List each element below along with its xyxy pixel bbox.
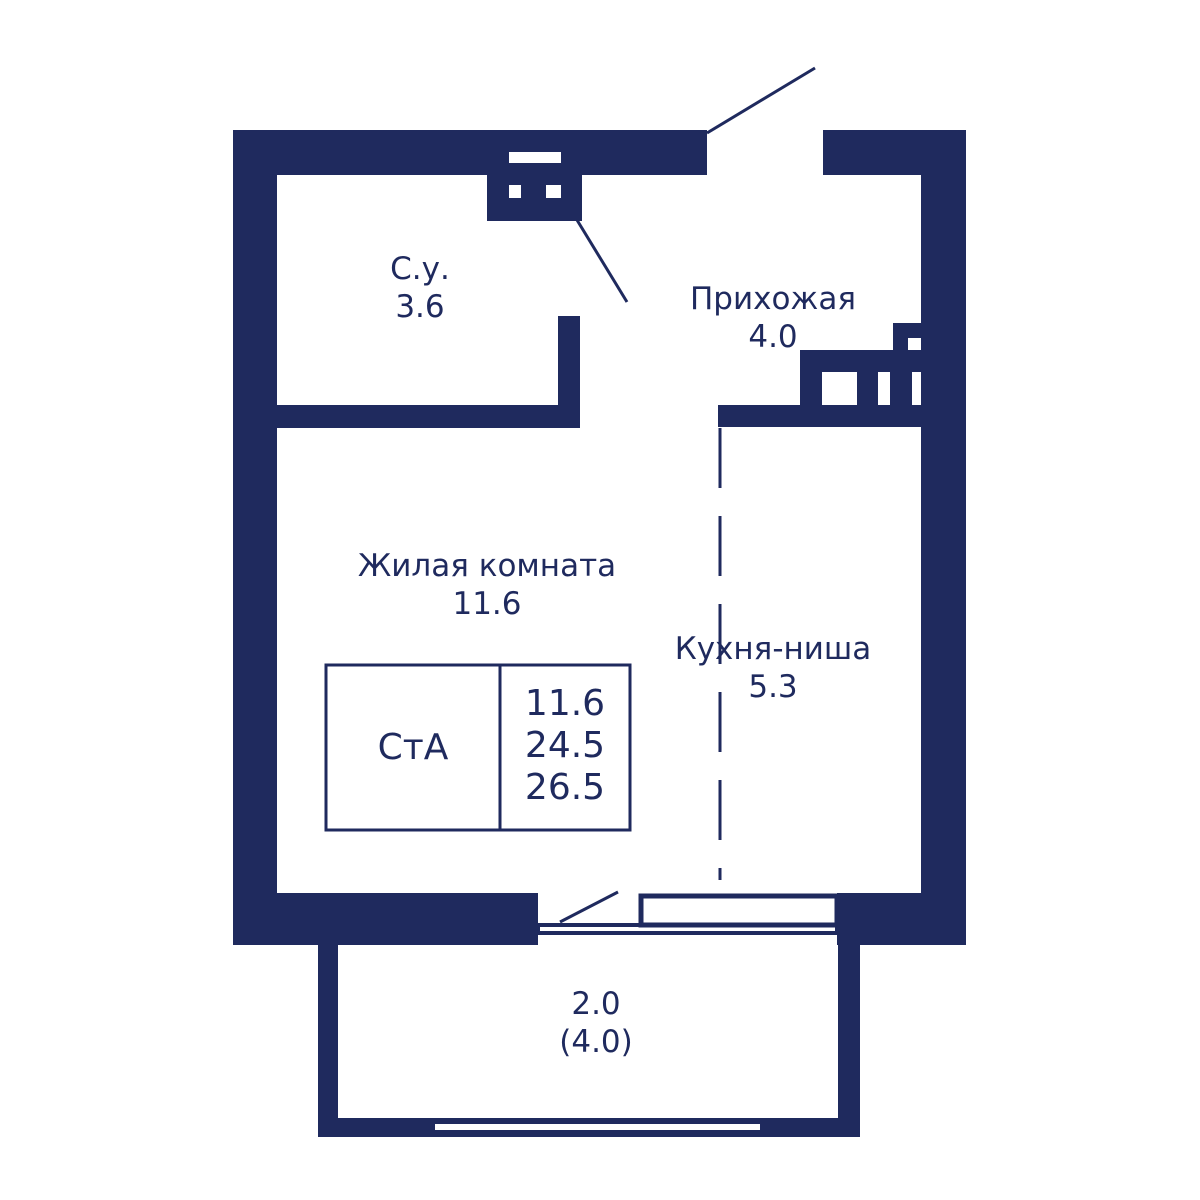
bathroom-wall [277,405,580,428]
balcony-right-wall [838,945,860,1137]
bottom-wall-right [837,893,966,945]
room-area-full: (4.0) [559,1024,633,1060]
room-hallway: Прихожая 4.0 [690,280,856,356]
walls [233,130,966,1137]
windows-doors [324,66,840,935]
total-area-with-balcony: 26.5 [524,767,606,808]
total-area: 24.5 [524,725,606,766]
shaft-openings [435,152,921,1130]
balcony-door-swing [559,890,619,924]
room-name: С.у. [390,251,450,287]
ventilation-shaft [487,175,582,221]
top-wall-left [233,130,707,175]
room-living: Жилая комната 11.6 [358,547,616,623]
room-bathroom: С.у. 3.6 [390,250,450,326]
room-name: Жилая комната [357,548,617,584]
bathroom-wall-stub [558,316,580,428]
right-wall [921,130,966,945]
summary-table-frame [324,663,632,832]
room-kitchen-niche: Кухня-ниша 5.3 [675,630,872,706]
summary-values: 11.6 24.5 26.5 [525,683,605,809]
bathroom-door-swing [575,219,629,303]
room-balcony: 2.0 (4.0) [559,985,633,1061]
room-name: Прихожая [689,281,857,317]
room-area: 4.0 [748,319,798,355]
bottom-wall-left [233,893,538,945]
room-name: Кухня-ниша [674,631,872,667]
left-wall [233,130,277,945]
apartment-type: СтА [377,727,449,768]
kitchen-shaft [800,350,921,427]
room-area: 5.3 [748,669,798,705]
balcony-window [638,893,840,928]
room-area: 11.6 [452,586,522,622]
room-area: 2.0 [571,986,621,1022]
entrance-door-swing [706,66,816,135]
room-area: 3.6 [395,289,445,325]
living-area: 11.6 [524,683,606,724]
balcony-left-wall [318,945,338,1137]
